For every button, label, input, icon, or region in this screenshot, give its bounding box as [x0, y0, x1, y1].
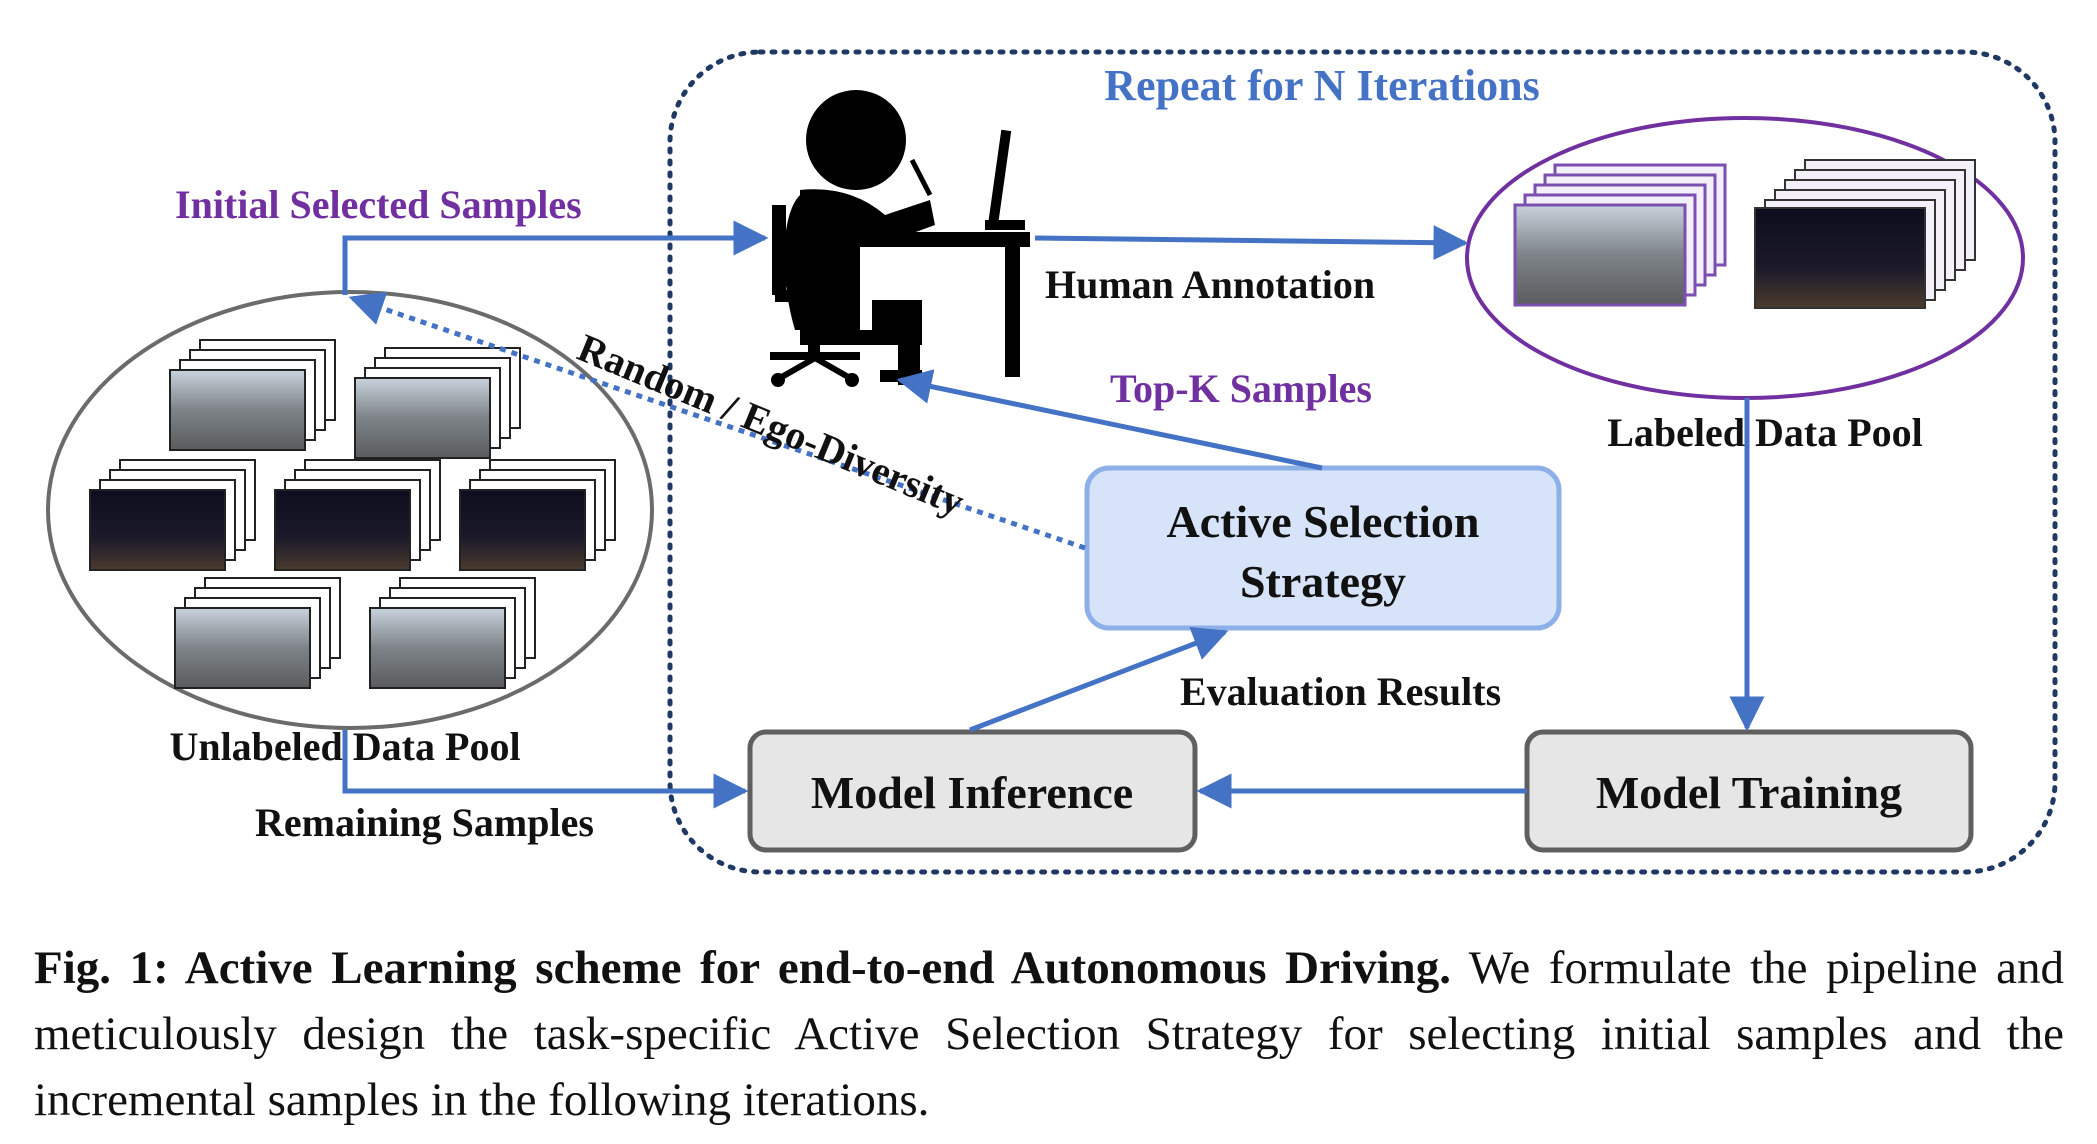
arrow-random-ego-diversity	[348, 291, 1086, 551]
caption-text: We formulate the pipeline and meticulous…	[34, 942, 2064, 1126]
image-stack-day-4	[369, 577, 536, 689]
unlabeled-images	[89, 339, 616, 689]
active-learning-diagram: Repeat for N Iterations	[46, 49, 2058, 875]
arrow-human-annotation	[1034, 225, 1469, 261]
model-inference-label: Model Inference	[811, 767, 1133, 818]
human-annotator-icon	[770, 90, 1030, 387]
figure-caption: Fig. 1: Active Learning scheme for end-t…	[34, 935, 2064, 1133]
arrow-topk-samples	[896, 369, 1323, 471]
model-inference-box	[747, 729, 1198, 853]
labeled-images	[1513, 159, 1976, 309]
initial-selected-label: Initial Selected Samples	[175, 182, 582, 227]
active-selection-label-line1: Active Selection	[1167, 496, 1480, 547]
arrow-remaining-samples	[342, 730, 749, 809]
topk-label: Top-K Samples	[1110, 366, 1372, 411]
iteration-loop-border	[667, 49, 2058, 875]
image-stack-night-1	[89, 459, 256, 571]
remaining-samples-label: Remaining Samples	[255, 800, 594, 845]
arrow-inference-to-strategy	[969, 626, 1229, 733]
loop-label: Repeat for N Iterations	[1104, 61, 1539, 110]
caption-bold: Fig. 1: Active Learning scheme for end-t…	[34, 942, 1451, 994]
human-annotation-label: Human Annotation	[1045, 262, 1375, 307]
arrow-initial-selected	[342, 220, 769, 295]
image-stack-day-2	[354, 347, 521, 459]
image-stack-labeled-day	[1513, 163, 1727, 307]
image-stack-night-3	[459, 459, 616, 571]
image-stack-day-1	[169, 339, 336, 451]
evaluation-results-label: Evaluation Results	[1180, 669, 1501, 714]
model-training-label: Model Training	[1596, 767, 1902, 818]
image-stack-night-2	[274, 459, 441, 571]
labeled-pool-label: Labeled Data Pool	[1607, 410, 1923, 455]
image-stack-labeled-night	[1754, 159, 1976, 309]
active-selection-box	[1084, 465, 1562, 631]
active-selection-label-line2: Strategy	[1240, 556, 1406, 607]
image-stack-day-3	[174, 577, 341, 689]
